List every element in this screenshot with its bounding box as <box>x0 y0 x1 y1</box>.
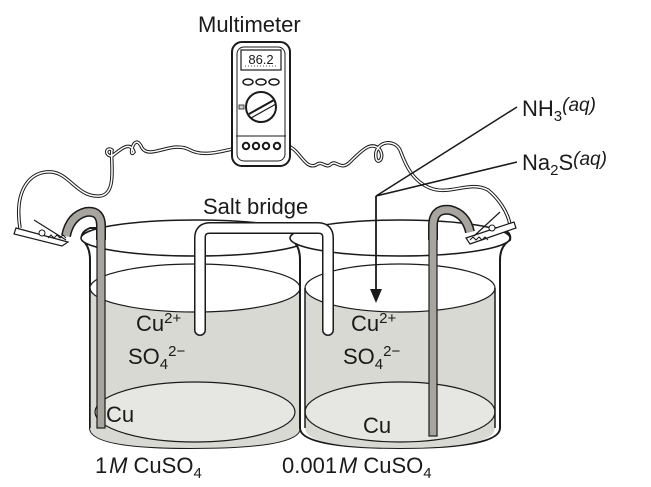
multimeter-reading: 86.2 <box>248 52 273 67</box>
right-conc-value: 0.001 <box>282 453 338 478</box>
left-cu-electrode <box>96 227 106 429</box>
na2s-formula: Na <box>522 150 551 175</box>
left-alligator-clip <box>13 219 70 247</box>
reagent-pointer <box>370 106 518 303</box>
left-cation-label: Cu2+ <box>136 310 182 336</box>
right-wire <box>287 141 512 226</box>
multimeter-button <box>268 78 280 86</box>
left-conc-value: 1 <box>95 453 108 478</box>
right-alligator-clip <box>465 211 517 245</box>
multimeter-label: Multimeter <box>198 12 301 37</box>
arrow-head-icon <box>370 289 382 303</box>
right-concentration-label: 0.001 M CuSO4 <box>282 453 432 482</box>
left-anion-charge: 2− <box>168 343 186 360</box>
left-wire <box>17 140 247 229</box>
salt-bridge-label: Salt bridge <box>203 194 309 219</box>
multimeter-button <box>255 78 267 86</box>
multimeter-jack <box>251 141 261 151</box>
na2s-subscript: 2 <box>550 162 559 179</box>
left-anion-label: SO42− <box>128 343 186 372</box>
na2s-sulfur: S <box>558 150 574 175</box>
right-anion-charge: 2− <box>383 343 401 360</box>
left-concentration-label: 1 M CuSO4 <box>95 453 202 482</box>
left-cation-charge: 2+ <box>164 310 182 327</box>
multimeter-display <box>240 49 282 71</box>
right-cation-charge: 2+ <box>379 310 397 327</box>
left-salt: CuSO <box>133 453 194 478</box>
right-salt: CuSO <box>363 453 424 478</box>
left-anion-symbol: SO <box>128 344 160 369</box>
right-anion-symbol: SO <box>343 344 375 369</box>
right-anion-subscript: 4 <box>374 356 384 373</box>
nh3-subscript: 3 <box>553 108 563 125</box>
multimeter-button <box>242 78 254 86</box>
left-salt-subscript: 4 <box>193 465 202 482</box>
right-anion-label: SO42− <box>343 343 401 372</box>
right-conc-unit: M <box>338 453 358 478</box>
right-cu-electrode <box>428 229 438 437</box>
right-salt-subscript: 4 <box>423 465 432 482</box>
left-conc-unit: M <box>109 453 128 478</box>
left-electrode-label: Cu <box>106 402 135 427</box>
multimeter-jack <box>272 141 282 151</box>
left-cation-symbol: Cu <box>136 311 165 336</box>
right-cation-symbol: Cu <box>351 311 380 336</box>
left-anion-subscript: 4 <box>159 356 169 373</box>
nh3-label: NH3(aq) <box>522 95 596 124</box>
nh3-state: (aq) <box>562 95 596 116</box>
salt-bridge-tube <box>194 222 334 336</box>
multimeter-jack <box>241 141 251 151</box>
right-cation-label: Cu2+ <box>351 310 397 336</box>
right-electrode-label: Cu <box>363 413 392 438</box>
multimeter: 86.2 <box>231 41 291 167</box>
nh3-formula: NH <box>522 96 554 121</box>
na2s-label: Na2S(aq) <box>522 149 607 178</box>
multimeter-jack <box>261 141 271 151</box>
right-beaker <box>289 204 517 450</box>
na2s-state: (aq) <box>573 149 607 170</box>
